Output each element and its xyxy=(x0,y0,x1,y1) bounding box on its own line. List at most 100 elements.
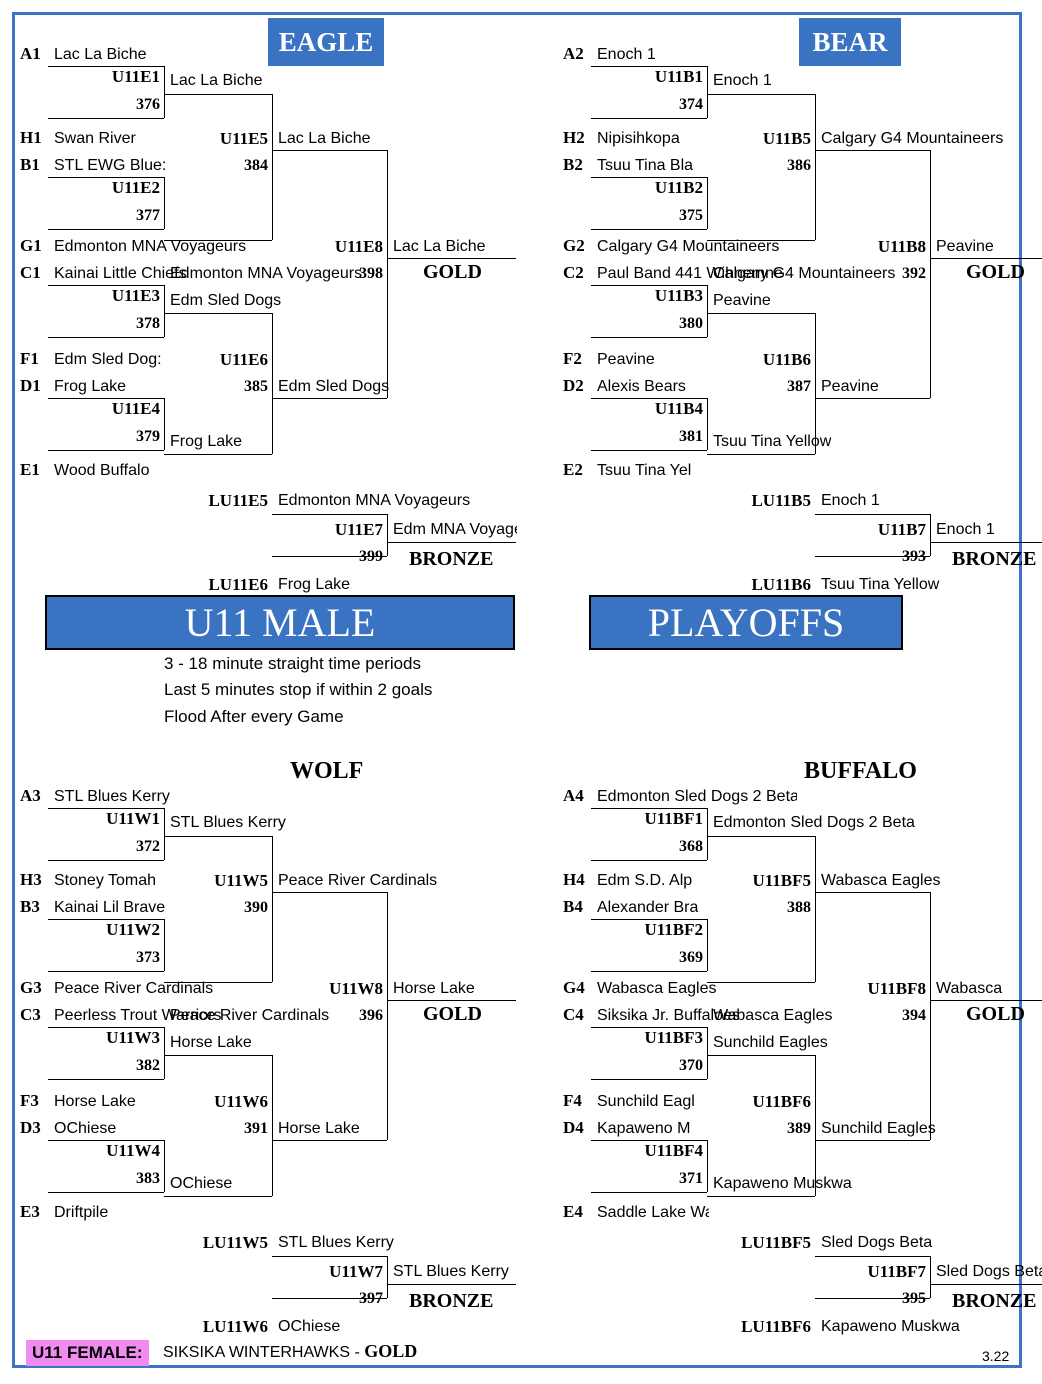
buffalo-l5-code: LU11BF5 xyxy=(741,1233,811,1252)
wolf-g8-vertical xyxy=(387,892,388,1140)
wolf-r1-1-vertical xyxy=(164,808,165,860)
buffalo-g6-vertical xyxy=(815,1055,816,1196)
buffalo-g1-number: 368 xyxy=(679,838,703,855)
bear-g8-code: U11B8 xyxy=(877,237,926,256)
bear-g4-line-top xyxy=(591,398,707,399)
bear-l5-code: LU11B5 xyxy=(751,491,811,510)
eagle-g8-winner: Lac La Biche xyxy=(393,238,486,255)
wolf-g2-line-top xyxy=(48,919,164,920)
seed-team-F4: Sunchild Eagl xyxy=(597,1093,695,1110)
eagle-g3-line-top xyxy=(48,285,164,286)
eagle-l6-code: LU11E6 xyxy=(208,575,268,594)
seed-label-B3: B3 xyxy=(20,897,40,916)
seed-label-D2: D2 xyxy=(563,376,584,395)
bear-g5-vertical xyxy=(815,94,816,240)
wolf-l5-team: STL Blues Kerry xyxy=(278,1234,394,1251)
eagle-g5-line-top xyxy=(164,94,272,95)
buffalo-g6-line-bottom xyxy=(707,1196,815,1197)
rule-note-1: 3 - 18 minute straight time periods xyxy=(164,654,422,673)
eagle-g8-line-top xyxy=(272,150,387,151)
eagle-g6-code: U11E6 xyxy=(219,350,268,369)
buffalo-g3-winner: Sunchild Eagles xyxy=(713,1034,828,1051)
seed-team-F3: Horse Lake xyxy=(54,1093,136,1110)
eagle-g4-winner: Frog Lake xyxy=(170,433,243,450)
wolf-g1-number: 372 xyxy=(136,838,160,855)
seed-team-C4: Siksika Jr. Buffaloes xyxy=(597,1007,740,1024)
seed-label-G4: G4 xyxy=(563,978,585,997)
wolf-g4-line-top xyxy=(48,1140,164,1141)
eagle-g8-vertical xyxy=(387,150,388,398)
buffalo-g3-code: U11BF3 xyxy=(644,1028,703,1047)
buffalo-l5-team: Sled Dogs Beta xyxy=(821,1234,933,1251)
eagle-l5-code: LU11E5 xyxy=(208,491,268,510)
eagle-g1-line-bottom xyxy=(48,118,164,119)
eagle-g2-code: U11E2 xyxy=(111,178,160,197)
bear-g8-winner-line xyxy=(930,258,1042,259)
eagle-g8-number: 398 xyxy=(359,265,383,282)
wolf-g3-code: U11W3 xyxy=(106,1028,160,1047)
seed-team-G2: Calgary G4 Mountaineers xyxy=(597,238,780,255)
seed-label-E1: E1 xyxy=(20,460,40,479)
eagle-g8-line-bottom xyxy=(272,398,387,399)
buffalo-r1-3-vertical xyxy=(707,1027,708,1079)
seed-team-E3: Driftpile xyxy=(54,1204,109,1221)
eagle-g5-code: U11E5 xyxy=(219,129,268,148)
female-dash: - xyxy=(350,1344,365,1361)
wolf-g6-number: 391 xyxy=(244,1120,268,1137)
wolf-g3-number: 382 xyxy=(136,1057,160,1074)
wolf-g6-vertical xyxy=(272,1055,273,1196)
seed-team-C1: Kainai Little Chiefs xyxy=(54,265,187,282)
seed-team-H3: Stoney Tomah xyxy=(54,872,156,889)
seed-label-G2: G2 xyxy=(563,236,585,255)
seed-team-H1: Swan River xyxy=(54,130,136,147)
bear-g6-number: 387 xyxy=(787,378,811,395)
eagle-g5-line-bottom xyxy=(164,240,272,241)
bear-g2-number: 375 xyxy=(679,207,703,224)
buffalo-g3-number: 370 xyxy=(679,1057,703,1074)
eagle-r1-1-vertical xyxy=(164,66,165,118)
female-team: SIKSIKA WINTERHAWKS xyxy=(163,1344,350,1361)
buffalo-title: BUFFALO xyxy=(804,758,917,784)
bear-g3-line-top xyxy=(591,285,707,286)
rule-note-3: Flood After every Game xyxy=(164,707,344,726)
eagle-g7-winner: Edm MNA Voyageurs xyxy=(393,521,517,538)
buffalo-g4-line-top xyxy=(591,1140,707,1141)
buffalo-g6-number: 389 xyxy=(787,1120,811,1137)
seed-label-H4: H4 xyxy=(563,870,585,889)
bear-g7-winner-line xyxy=(930,542,1042,543)
wolf-r1-2-vertical xyxy=(164,919,165,971)
bear-g4-line-bottom xyxy=(591,450,707,451)
wolf-g5-vertical xyxy=(272,836,273,982)
seed-label-A1: A1 xyxy=(20,44,41,63)
seed-team-D3: OChiese xyxy=(54,1120,117,1137)
seed-label-H1: H1 xyxy=(20,128,42,147)
eagle-r1-2-vertical xyxy=(164,177,165,229)
buffalo-r1-4-vertical xyxy=(707,1140,708,1192)
bear-g7-vertical xyxy=(930,514,931,556)
wolf-g1-line-bottom xyxy=(48,860,164,861)
buffalo-g7-winner-line xyxy=(930,1284,1042,1285)
eagle-title: EAGLE xyxy=(268,18,384,66)
seed-team-D2: Alexis Bears xyxy=(597,378,686,395)
seed-team-E4: Saddle Lake Warriors xyxy=(597,1204,709,1221)
buffalo-g4-number: 371 xyxy=(679,1170,703,1187)
buffalo-g7-line-top xyxy=(815,1256,930,1257)
seed-label-F1: F1 xyxy=(20,349,39,368)
page-frame xyxy=(12,12,1022,1368)
wolf-g4-line-bottom xyxy=(48,1192,164,1193)
eagle-g4-line-bottom xyxy=(48,450,164,451)
bear-g2-line-bottom xyxy=(591,229,707,230)
eagle-g4-number: 379 xyxy=(136,428,160,445)
seed-label-A3: A3 xyxy=(20,786,41,805)
seed-team-D4: Kapaweno M xyxy=(597,1120,691,1137)
seed-team-C2: Paul Band 441 Wihnemne xyxy=(597,265,783,282)
buffalo-g3-line-bottom xyxy=(591,1079,707,1080)
bear-g7-medal: BRONZE xyxy=(952,548,1037,570)
bear-r1-1-vertical xyxy=(707,66,708,118)
bear-g1-line-bottom xyxy=(591,118,707,119)
bear-g1-number: 374 xyxy=(679,96,703,113)
wolf-g7-line-top xyxy=(272,1256,387,1257)
buffalo-g2-winner: Wabasca Eagles xyxy=(713,1007,833,1024)
buffalo-g8-code: U11BF8 xyxy=(867,979,926,998)
eagle-g7-code: U11E7 xyxy=(334,520,383,539)
